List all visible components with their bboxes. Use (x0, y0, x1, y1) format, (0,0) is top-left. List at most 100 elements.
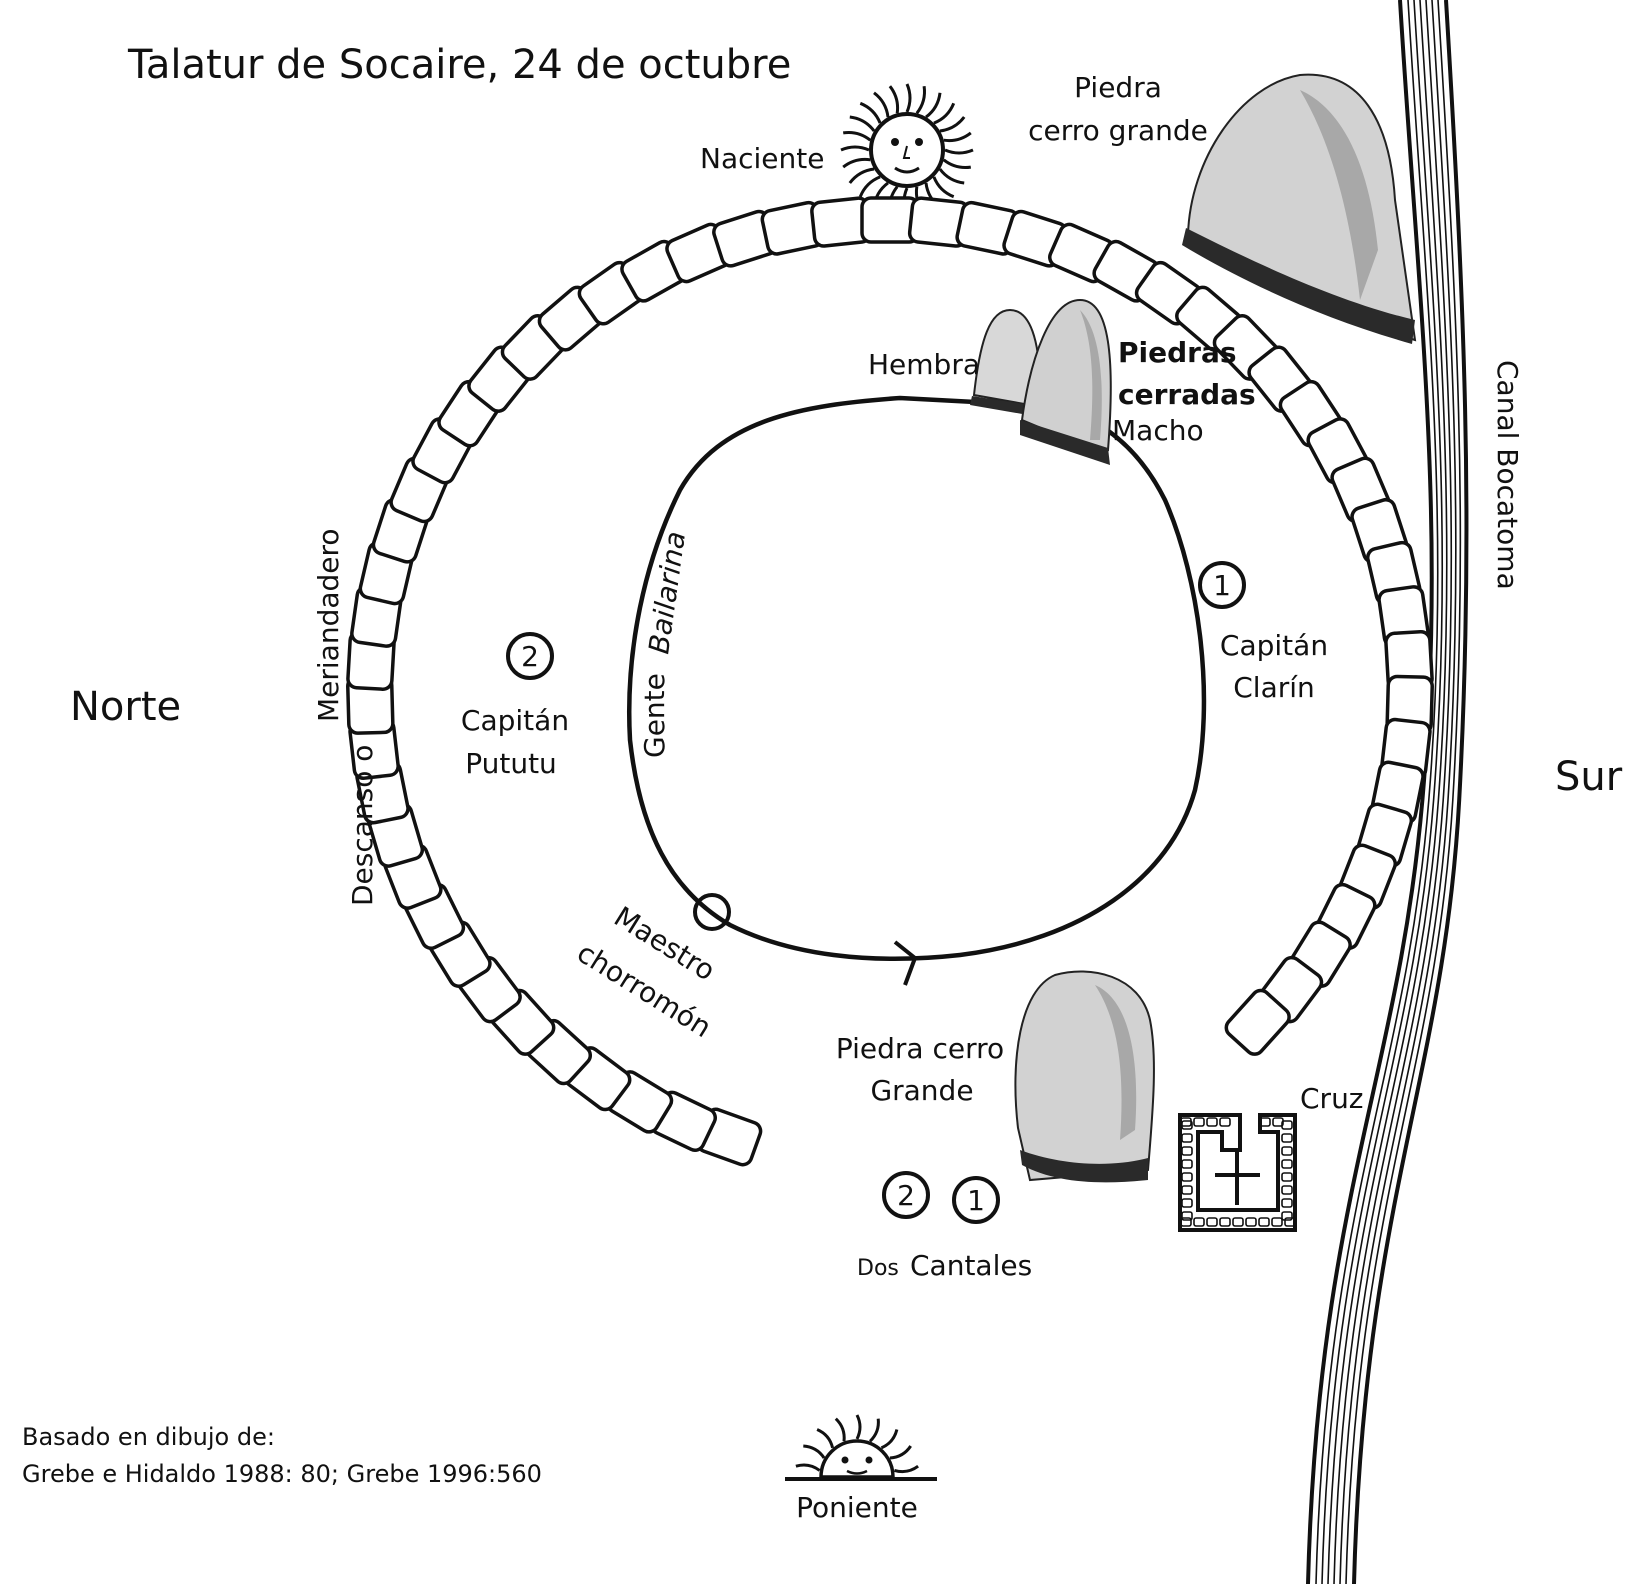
descanso-label: Descanso o (346, 745, 379, 906)
stone-ring (346, 196, 1434, 1167)
closed-stones (970, 298, 1112, 465)
canal-line (1306, 0, 1434, 1584)
rubble-stone (1281, 1198, 1293, 1208)
canal-line (1321, 0, 1444, 1584)
sun-ray (859, 101, 882, 124)
canal-line (1339, 0, 1457, 1584)
credit-line-2: Grebe e Hidaldo 1988: 80; Grebe 1996:560 (22, 1460, 542, 1488)
rubble-stone (1281, 1172, 1293, 1182)
rubble-stone (1181, 1146, 1193, 1156)
position-marker-2-bottom: 2 (882, 1171, 930, 1219)
captain-clarin-label-1: Capitán (1220, 629, 1328, 662)
sun-face-icon (840, 83, 974, 217)
captain-clarin-label-2: Clarín (1233, 671, 1315, 704)
closed-stones-title-2: cerradas (1118, 378, 1256, 411)
male-stone-label: Macho (1112, 414, 1204, 447)
dance-path (627, 395, 1207, 961)
canal-line (1333, 0, 1453, 1584)
canal-line (1345, 0, 1462, 1584)
rubble-stone (1206, 1117, 1218, 1127)
female-stone-label: Hembra (868, 348, 980, 381)
rock-bottom-label-2: Grande (870, 1074, 973, 1107)
rubble-stone (1181, 1133, 1193, 1143)
sun-ray (842, 131, 872, 142)
rock-bottom (1014, 970, 1155, 1183)
credit-line-1: Basado en dibujo de: (22, 1423, 275, 1451)
rock-bottom-label-1: Piedra cerro (836, 1032, 1004, 1065)
meriandadero-label: Meriandadero (312, 528, 345, 722)
sun-ray (816, 1428, 835, 1449)
rubble-stone (1219, 1217, 1231, 1227)
cross-label: Cruz (1300, 1082, 1364, 1115)
canal-line (1352, 0, 1469, 1584)
rubble-stone (1281, 1146, 1293, 1156)
rubble-stone (1245, 1217, 1257, 1227)
position-marker-2-left: 2 (506, 632, 554, 680)
position-marker-1-right: 1 (1198, 561, 1246, 609)
rubble-stone (1181, 1211, 1193, 1221)
canal-line (1315, 0, 1439, 1584)
svg-text:1: 1 (1213, 569, 1231, 602)
setting-sun-icon (785, 1414, 937, 1481)
rubble-stone (1232, 1217, 1244, 1227)
closed-stones-title-1: Piedras (1118, 336, 1237, 369)
rubble-stone (1259, 1117, 1271, 1127)
rubble-stone (1206, 1217, 1218, 1227)
sun-ray (795, 1463, 821, 1472)
sun-ray (848, 167, 875, 184)
canal-line (1327, 0, 1448, 1584)
sun-ray (803, 1444, 826, 1459)
sun-ray (893, 1464, 919, 1474)
rubble-stone (1281, 1159, 1293, 1169)
sun-ray (889, 1445, 912, 1460)
svg-text:2: 2 (521, 640, 539, 673)
sun-ray (842, 157, 871, 169)
rock-top-right (1182, 73, 1417, 344)
sun-ray (944, 148, 974, 155)
cross-icon (1215, 1150, 1260, 1205)
rubble-stone (1281, 1185, 1293, 1195)
sun-ray (939, 116, 966, 133)
rubble-stone (1193, 1217, 1205, 1227)
rubble-stone (1180, 1217, 1192, 1227)
rock-top-right-label-2: cerro grande (1028, 114, 1208, 147)
maestro-position-marker (693, 893, 731, 931)
sun-ray (938, 168, 965, 185)
diagram-title: Talatur de Socaire, 24 de octubre (127, 42, 791, 88)
dos-label: Dos (857, 1256, 899, 1281)
rubble-stone (1181, 1172, 1193, 1182)
south-label: Sur (1555, 754, 1623, 800)
sun-ray (942, 158, 972, 169)
sun-ray (855, 1414, 862, 1440)
bailarina-label: Bailarina (642, 529, 692, 656)
rubble-stone (1219, 1117, 1231, 1127)
sun-ray (873, 91, 890, 118)
north-label: Norte (70, 684, 181, 730)
cantales-label: Cantales (910, 1249, 1032, 1282)
sun-ray (834, 1417, 846, 1442)
sunrise-label: Naciente (700, 142, 824, 175)
sun-ray (932, 176, 955, 199)
sunset-label: Poniente (796, 1491, 918, 1524)
sun-ray (888, 85, 900, 114)
rubble-stone (1180, 1117, 1192, 1127)
rubble-stone (1271, 1217, 1283, 1227)
rubble-stone (1258, 1217, 1270, 1227)
sun-ray (905, 83, 912, 113)
cross-enclosure (1178, 1113, 1297, 1232)
sun-ray (933, 102, 956, 125)
sun-ray (868, 1418, 880, 1443)
canal-label: Canal Bocatoma (1491, 360, 1524, 590)
sun-ray (925, 92, 942, 119)
rubble-stone (1272, 1117, 1284, 1127)
rubble-stone (1281, 1211, 1293, 1221)
rubble-stone (1284, 1217, 1296, 1227)
rubble-stone (1193, 1117, 1205, 1127)
captain-pututu-label-2: Pututu (465, 747, 557, 780)
ring-stone (1224, 988, 1291, 1056)
direction-arrow-icon (893, 940, 918, 986)
sun-ray (915, 85, 926, 115)
position-marker-1-bottom: 1 (952, 1176, 1000, 1224)
rubble-stone (1181, 1185, 1193, 1195)
